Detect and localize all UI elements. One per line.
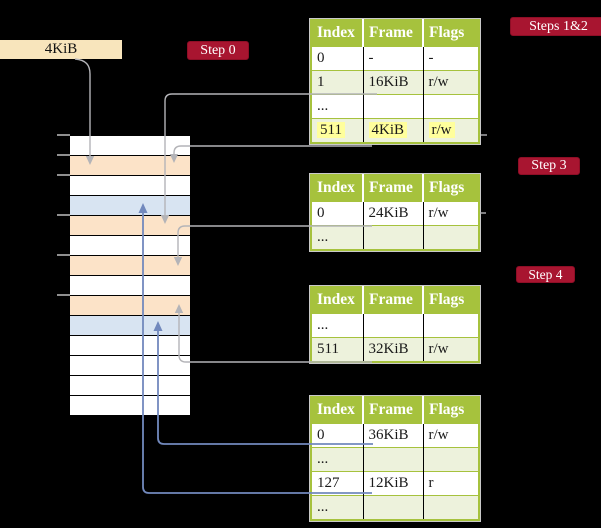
cell-frame [362,495,423,520]
column-header-frame: Frame [362,175,423,202]
cell-frame: 36KiB [362,423,423,448]
page-table-final: Index Frame Flags 0 36KiB r/w ... 127 12… [310,396,480,521]
badge-steps-1-2: Steps 1&2 [510,17,601,36]
cell-flags: r/w [422,118,479,143]
cell-frame [362,447,423,472]
memory-row [70,236,190,256]
memory-row [70,196,190,216]
cell-index: ... [311,447,363,472]
badge-step-4: Step 4 [516,266,575,283]
memory-row [70,316,190,336]
memory-row [70,396,190,416]
memory-row [70,176,190,196]
memory-row [70,216,190,236]
memory-row [70,336,190,356]
cell-flags [422,313,479,338]
table-row: ... [311,313,479,338]
cell-index: ... [311,94,363,119]
table-row: 127 12KiB r [311,471,479,496]
highlighted-value: r/w [428,122,455,138]
table-row: 0 36KiB r/w [311,423,479,448]
memory-row [70,376,190,396]
column-header-flags: Flags [422,20,479,47]
cell-frame [362,225,423,250]
arrow-pt1-entry511 [169,145,372,163]
page-table-steps-1-2: Index Frame Flags 0 - - 1 16KiB r/w ... … [310,19,480,144]
ruler-tick [57,174,70,176]
cell-flags: r/w [422,201,479,226]
cell-index: ... [311,225,363,250]
cell-index: 511 [311,337,363,362]
table-row-highlighted: 511 4KiB r/w [311,118,479,143]
cell-index: 0 [311,201,363,226]
cell-index: 127 [311,471,363,496]
cell-flags [422,94,479,119]
memory-row [70,276,190,296]
cell-index: 1 [311,70,363,95]
cell-flags: r/w [422,337,479,362]
cell-frame: 4KiB [362,118,423,143]
ruler-tick [57,154,70,156]
column-header-index: Index [311,397,363,424]
memory-row [70,256,190,276]
ruler-tick [57,254,70,256]
cell-index: 0 [311,423,363,448]
page-table-step-4: Index Frame Flags ... 511 32KiB r/w [310,286,480,363]
table-row: 1 16KiB r/w [311,70,479,95]
cell-flags: r/w [422,70,479,95]
column-header-index: Index [311,287,363,314]
cell-index: 0 [311,46,363,71]
column-header-index: Index [311,175,363,202]
cell-index: ... [311,495,363,520]
memory-row [70,356,190,376]
memory-row [70,136,190,156]
cell-frame [362,313,423,338]
page-table-step-3: Index Frame Flags 0 24KiB r/w ... [310,174,480,251]
cell-flags [422,495,479,520]
cell-index: 511 [311,118,363,143]
table-row: 511 32KiB r/w [311,337,479,362]
badge-step-0: Step 0 [187,41,249,60]
cell-index: ... [311,313,363,338]
cell-frame: 24KiB [362,201,423,226]
cell-frame: 12KiB [362,471,423,496]
column-header-frame: Frame [362,397,423,424]
cell-frame: 16KiB [362,70,423,95]
table-row: ... [311,447,479,472]
column-header-frame: Frame [362,20,423,47]
table-row: 0 - - [311,46,479,71]
ruler-tick [57,214,70,216]
column-header-flags: Flags [422,397,479,424]
cell-flags [422,447,479,472]
column-header-flags: Flags [422,175,479,202]
highlighted-value: 511 [317,122,345,138]
table-row: ... [311,94,479,119]
memory-row [70,156,190,176]
column-header-flags: Flags [422,287,479,314]
cell-flags: r [422,471,479,496]
highlighted-value: 4KiB [368,122,408,138]
cell-flags: r/w [422,423,479,448]
table-row: 0 24KiB r/w [311,201,479,226]
cell-flags: - [422,46,479,71]
table-row: ... [311,495,479,520]
cell-frame: 32KiB [362,337,423,362]
physical-memory-column [70,135,190,416]
memory-row [70,296,190,316]
table-row: ... [311,225,479,250]
column-header-frame: Frame [362,287,423,314]
ruler-tick [57,134,70,136]
ruler-tick [57,294,70,296]
cell-frame: - [362,46,423,71]
cell-frame [362,94,423,119]
frame-size-label: 4KiB [0,40,122,59]
cell-flags [422,225,479,250]
column-header-index: Index [311,20,363,47]
badge-step-3: Step 3 [518,157,580,175]
